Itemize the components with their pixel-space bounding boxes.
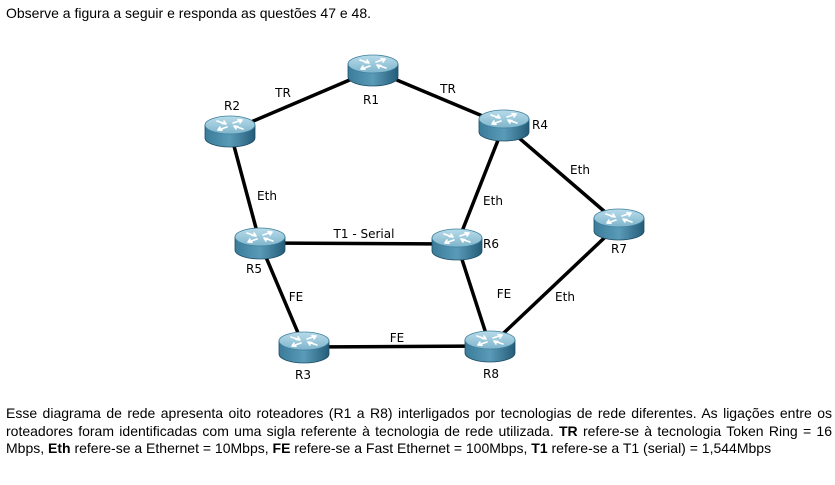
intro-text: Observe a figura a seguir e responda as … [6, 5, 372, 21]
link-label-r3-r8: FE [390, 331, 404, 345]
link-label-r6-r8: FE [497, 287, 511, 301]
router-r7 [593, 208, 645, 241]
link-label-r2-r5: Eth [257, 189, 277, 203]
abbr-fe: FE [272, 440, 291, 456]
router-label-r2: R2 [224, 99, 240, 113]
router-arrows-icon [443, 231, 471, 245]
router-arrows-icon [246, 230, 274, 244]
router-r6 [431, 228, 483, 261]
caption-part-4: refere-se a Fast Ethernet = 100Mbps, [290, 440, 532, 456]
router-top-icon [431, 228, 483, 248]
router-r4 [478, 109, 530, 142]
router-arrows-icon [490, 112, 518, 126]
router-arrows-icon [359, 57, 387, 71]
link-label-r5-r6: T1 - Serial [333, 227, 395, 241]
link-r2-r5 [228, 130, 262, 244]
abbr-t1: T1 [531, 440, 548, 456]
router-label-r8: R8 [483, 367, 499, 381]
router-label-r7: R7 [611, 242, 627, 256]
link-r5-r6 [259, 241, 458, 246]
router-label-r3: R3 [295, 368, 311, 382]
link-label-r4-r6: Eth [483, 194, 503, 208]
link-label-r1-r4: TR [439, 82, 456, 96]
router-top-icon [347, 54, 399, 74]
router-label-r5: R5 [246, 262, 262, 276]
router-top-icon [464, 330, 516, 350]
link-r4-r6 [455, 124, 506, 245]
router-arrows-icon [216, 118, 244, 132]
abbr-tr: TR [559, 422, 578, 439]
link-r6-r8 [455, 243, 492, 347]
link-r7-r8 [488, 222, 621, 348]
link-label-r4-r7: Eth [570, 163, 590, 177]
router-r8 [464, 330, 516, 363]
router-r5 [234, 227, 286, 260]
router-arrows-icon [605, 211, 633, 225]
link-label-r2-r1: TR [274, 86, 291, 100]
link-r5-r3 [258, 242, 306, 348]
caption-part-5: refere-se a T1 (serial) = 1,544Mbps [547, 440, 772, 456]
router-top-icon [593, 208, 645, 228]
router-label-r4: R4 [532, 118, 548, 132]
link-r3-r8 [303, 344, 491, 349]
router-label-r6: R6 [483, 237, 499, 251]
router-r1 [347, 54, 399, 87]
router-arrows-icon [290, 334, 318, 348]
router-top-icon [278, 331, 330, 351]
router-top-icon [478, 109, 530, 129]
link-r4-r7 [502, 123, 621, 226]
router-r3 [278, 331, 330, 364]
link-label-r5-r3: FE [289, 290, 303, 304]
caption-part-2: refere-se à tecnologia Token Ring = 16 M… [6, 422, 832, 457]
router-top-icon [234, 227, 286, 247]
link-label-r7-r8: Eth [555, 290, 575, 304]
router-r2 [204, 115, 256, 148]
caption-text: Esse diagrama de rede apresenta oito rot… [6, 405, 832, 458]
router-top-icon [204, 115, 256, 135]
caption-part-1: Esse diagrama de rede apresenta oito rot… [6, 405, 832, 439]
abbr-eth: Eth [48, 440, 71, 456]
caption-part-3: refere-se a Ethernet = 10Mbps, [70, 440, 273, 456]
router-label-r1: R1 [363, 93, 379, 107]
router-arrows-icon [476, 333, 504, 347]
